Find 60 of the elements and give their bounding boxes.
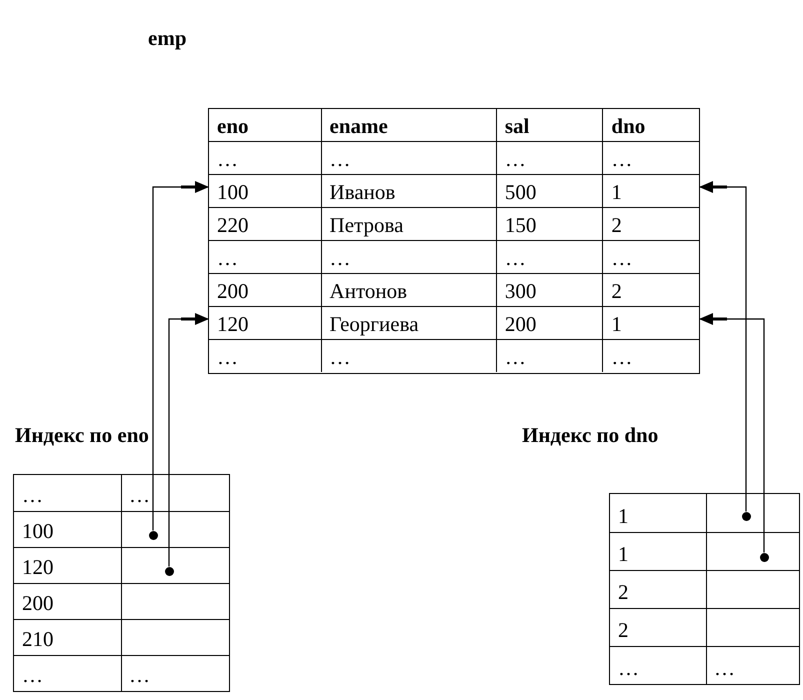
table-cell-text: … (129, 663, 150, 687)
table-cell: … (322, 142, 497, 174)
table-cell-text: … (714, 656, 735, 680)
table-cell-text: 200 (22, 591, 54, 615)
table-cell-text: 2 (618, 580, 628, 604)
table-row (209, 274, 699, 307)
table-cell-text: … (610, 245, 634, 272)
table-cell-text: … (22, 663, 43, 687)
table-cell: … (209, 340, 322, 372)
table-cell: … (209, 142, 322, 174)
column-header: sal (496, 109, 604, 141)
table-cell: … (496, 241, 604, 273)
table-cell: … (209, 241, 322, 273)
table-cell: 300 (496, 274, 604, 306)
table-cell: 200 (496, 307, 604, 339)
column-header: ename (322, 109, 497, 141)
table-row (209, 109, 699, 142)
table-cell-text: … (129, 483, 150, 507)
pointer-dot (760, 552, 768, 562)
table-cell: … (322, 241, 497, 273)
pointer-dot (148, 530, 158, 540)
table-row (209, 307, 699, 340)
table-row (209, 175, 699, 208)
table-cell: … (496, 340, 604, 372)
table-cell: 500 (496, 175, 604, 207)
table-cell-text: 1 (618, 542, 628, 566)
table-cell-text: 1 (610, 179, 623, 206)
table-cell-text: 100 (22, 519, 54, 543)
table-cell: Антонов (322, 274, 497, 306)
table-cell: 120 (209, 307, 322, 339)
table-row (209, 241, 699, 274)
table-cell-text: 1 (618, 504, 628, 528)
table-cell-text: 120 (22, 555, 54, 579)
table-cell: … (322, 340, 497, 372)
table-cell: Иванов (322, 175, 497, 207)
table-cell-text: 2 (618, 618, 628, 642)
table-cell-text: 2 (610, 212, 623, 239)
table-cell-text: 1 (610, 311, 623, 338)
table-title: Индекс по dno (522, 423, 658, 448)
table-cell: 150 (496, 208, 604, 240)
table-row (209, 208, 699, 241)
table-cell: Георгиева (322, 307, 497, 339)
table-cell: 100 (209, 175, 322, 207)
table-cell-text: … (610, 146, 634, 173)
table-cell: 220 (209, 208, 322, 240)
table-cell-text: … (22, 483, 43, 507)
column-header: dno (610, 113, 646, 140)
table-title: Индекс по eno (15, 423, 149, 448)
column-header: eno (209, 109, 322, 141)
table-cell-text: … (610, 344, 634, 371)
table-cell-text: 2 (610, 278, 623, 305)
table-row (209, 142, 699, 175)
table-cell-text: … (618, 656, 639, 680)
table-cell-text: 210 (22, 627, 54, 651)
pointer-dot (164, 566, 174, 576)
pointer-dot (742, 512, 750, 520)
table-cell: 200 (209, 274, 322, 306)
table-cell: … (496, 142, 604, 174)
table-title: emp (148, 26, 186, 52)
table-cell: Петрова (322, 208, 497, 240)
